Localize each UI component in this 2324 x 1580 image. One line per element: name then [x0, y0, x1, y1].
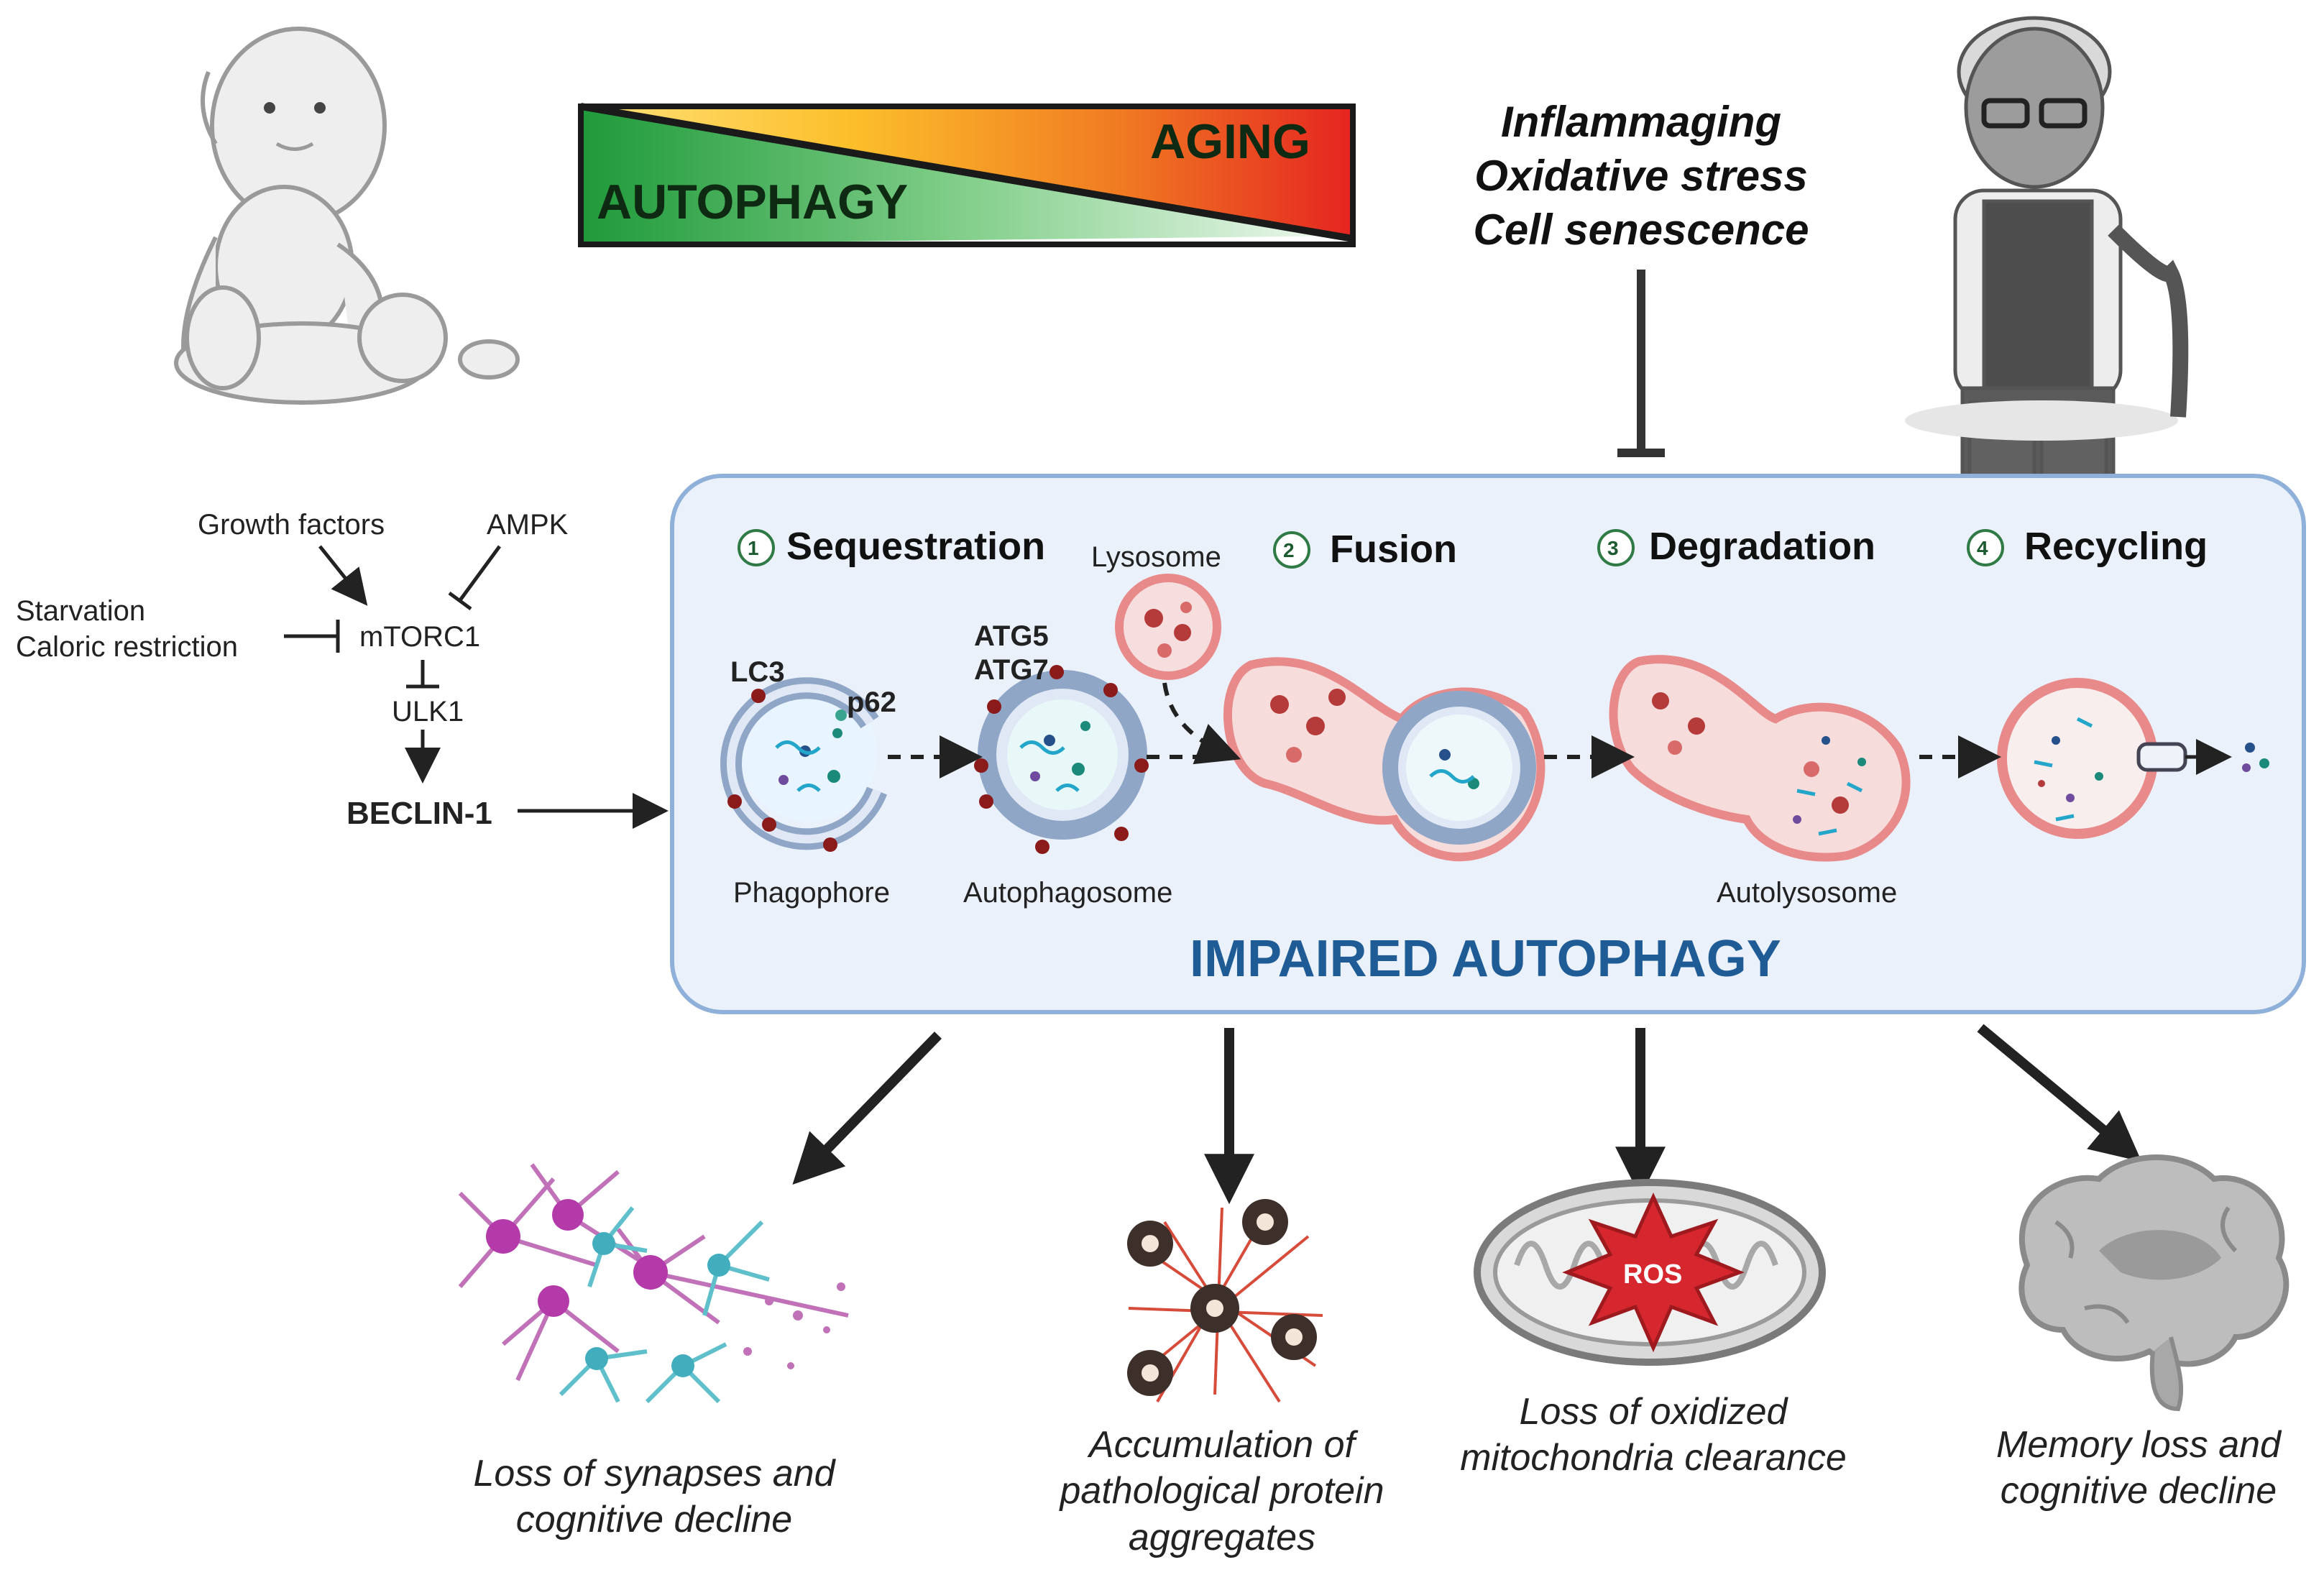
stressor-cell-senescence: Cell senescence: [1473, 206, 1809, 254]
lysosome-illustration: [1115, 574, 1221, 680]
growth-factors-label: Growth factors: [198, 509, 385, 541]
outcome-memory-loss: Memory loss and cognitive decline: [1996, 1424, 2281, 1512]
ros-starburst: [1562, 1192, 1745, 1353]
beclin1-label: BECLIN-1: [346, 796, 492, 831]
ulk1-label: ULK1: [392, 696, 464, 727]
brain-illustration: [2018, 1154, 2289, 1412]
impaired-autophagy-title: IMPAIRED AUTOPHAGY: [1190, 930, 1781, 988]
ros-label: ROS: [1623, 1259, 1683, 1290]
step-2-number: 2: [1283, 539, 1295, 561]
neurons-illustration: [458, 1163, 849, 1404]
step-4-number: 4: [1977, 537, 1988, 559]
caloric-restriction-label: Caloric restriction: [16, 631, 238, 663]
outcome-synapse-loss: Loss of synapses and cognitive decline: [473, 1453, 835, 1541]
autolysosome-label: Autolysosome: [1717, 877, 1898, 909]
step-2-label: Fusion: [1330, 528, 1457, 571]
p62-label: p62: [847, 686, 896, 718]
outcome-mitochondria-clearance: Loss of oxidized mitochondria clearance: [1460, 1391, 1847, 1479]
mtorc1-label: mTORC1: [359, 621, 481, 653]
step-number-circles: [738, 529, 2004, 569]
autophagosome-illustration: [974, 665, 1149, 854]
lysosome-label: Lysosome: [1091, 541, 1221, 573]
outcome-protein-aggregates: Accumulation of pathological protein agg…: [1060, 1424, 1384, 1558]
outcome-arrows: [792, 1024, 2142, 1205]
stressor-inflammaging: Inflammaging: [1500, 98, 1782, 146]
autophagy-label: AUTOPHAGY: [597, 175, 909, 229]
baby-illustration: [174, 27, 520, 405]
stage-dashed-arrows: [888, 682, 2001, 778]
atg7-label: ATG7: [974, 654, 1049, 686]
recycling-lysosome-illustration: [1997, 678, 2269, 839]
phagophore-label: Phagophore: [733, 877, 890, 909]
step-1-number: 1: [748, 537, 759, 559]
starvation-label: Starvation: [16, 595, 146, 627]
protein-aggregates-illustration: [1127, 1199, 1323, 1403]
autophagy-aging-gradient-bar: [578, 103, 1356, 247]
autophagosome-label: Autophagosome: [963, 877, 1173, 909]
step-1-label: Sequestration: [786, 525, 1046, 568]
step-4-label: Recycling: [2024, 525, 2208, 568]
stressor-oxidative-stress: Oxidative stress: [1474, 152, 1808, 200]
step-3-label: Degradation: [1649, 525, 1876, 568]
ampk-label: AMPK: [487, 509, 569, 541]
signaling-pathway-arrows: [284, 545, 669, 829]
aging-label: AGING: [1150, 114, 1310, 169]
fusion-structure-illustration: [1223, 657, 1545, 862]
lc3-label: LC3: [730, 656, 785, 688]
mitochondrion-illustration: [1474, 1179, 1826, 1366]
step-3-number: 3: [1607, 537, 1619, 559]
stress-inhibition-line: [1617, 270, 1665, 457]
phagophore-illustration: [720, 677, 887, 852]
atg5-label: ATG5: [974, 620, 1049, 652]
